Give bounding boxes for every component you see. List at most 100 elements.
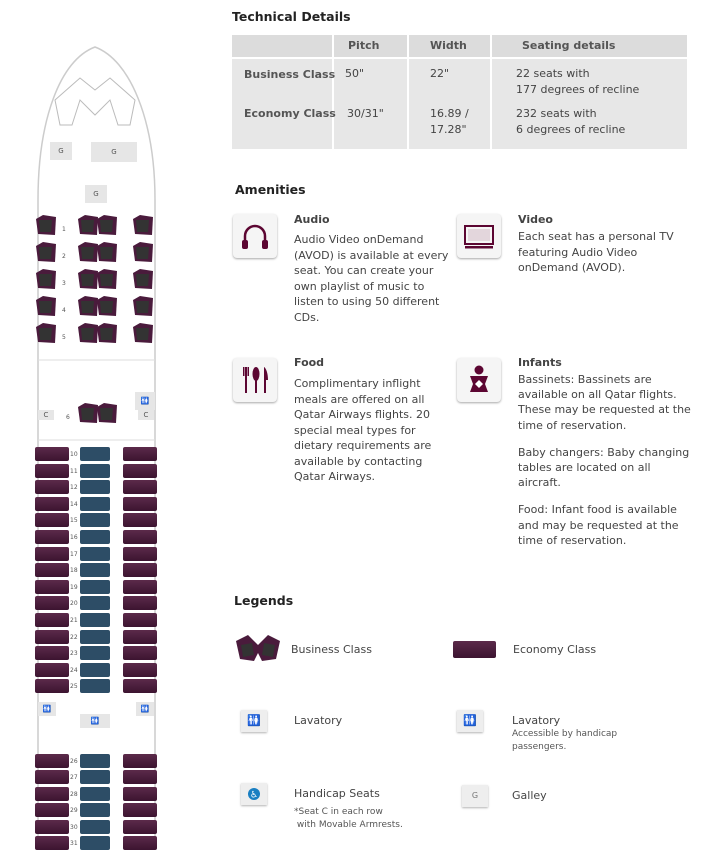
business-seat[interactable] bbox=[132, 295, 154, 317]
tech-table: Pitch Width Seating details Business Cla… bbox=[232, 35, 687, 149]
business-seat[interactable] bbox=[96, 214, 118, 236]
economy-seat-center[interactable] bbox=[80, 530, 110, 544]
economy-seat-left[interactable] bbox=[35, 579, 69, 594]
economy-seat-left[interactable] bbox=[35, 463, 69, 478]
economy-seat-center[interactable] bbox=[80, 629, 110, 644]
business-seat[interactable] bbox=[96, 295, 118, 317]
business-seat[interactable] bbox=[96, 402, 118, 424]
economy-seat-right[interactable] bbox=[123, 786, 157, 801]
economy-seat-center[interactable] bbox=[80, 563, 110, 578]
economy-seat-left[interactable] bbox=[35, 646, 69, 661]
economy-seat-right[interactable] bbox=[123, 513, 157, 528]
economy-seat-center[interactable] bbox=[80, 513, 110, 528]
economy-seat-right[interactable] bbox=[123, 754, 157, 768]
economy-seat-center[interactable] bbox=[80, 546, 110, 561]
economy-seat-left[interactable] bbox=[35, 447, 69, 461]
economy-seat-center[interactable] bbox=[80, 786, 110, 801]
row-number: 16 bbox=[70, 534, 78, 541]
row-number: 24 bbox=[70, 666, 78, 674]
lavatory-icon: 🚻 bbox=[241, 710, 267, 732]
economy-seat-center[interactable] bbox=[80, 463, 110, 478]
row-class: Business Class bbox=[244, 68, 336, 81]
economy-seat-right[interactable] bbox=[123, 613, 157, 627]
row-number: 20 bbox=[70, 600, 78, 608]
economy-seat-right[interactable] bbox=[123, 579, 157, 594]
business-seat[interactable] bbox=[77, 241, 99, 263]
economy-seat-center[interactable] bbox=[80, 646, 110, 661]
economy-seat-left[interactable] bbox=[35, 613, 69, 627]
economy-seat-right[interactable] bbox=[123, 662, 157, 677]
business-seat[interactable] bbox=[132, 214, 154, 236]
economy-seat-right[interactable] bbox=[123, 463, 157, 478]
economy-seat-right[interactable] bbox=[123, 447, 157, 461]
economy-seat-center[interactable] bbox=[80, 662, 110, 677]
economy-seat-right[interactable] bbox=[123, 836, 157, 850]
header-pitch: Pitch bbox=[348, 39, 380, 52]
row-seating-2: 6 degrees of recline bbox=[516, 123, 626, 136]
economy-seat-center[interactable] bbox=[80, 819, 110, 834]
business-seat[interactable] bbox=[77, 268, 99, 290]
economy-seat-left[interactable] bbox=[35, 496, 69, 511]
economy-seat-left[interactable] bbox=[35, 754, 69, 768]
business-seat[interactable] bbox=[35, 295, 57, 317]
economy-seat-left[interactable] bbox=[35, 770, 69, 785]
economy-seat-center[interactable] bbox=[80, 679, 110, 694]
business-seat[interactable] bbox=[35, 322, 57, 344]
economy-seat-right[interactable] bbox=[123, 679, 157, 694]
business-seat[interactable] bbox=[96, 241, 118, 263]
economy-seat-center[interactable] bbox=[80, 770, 110, 785]
business-seat[interactable] bbox=[77, 322, 99, 344]
economy-seat-right[interactable] bbox=[123, 496, 157, 511]
economy-seat-left[interactable] bbox=[35, 786, 69, 801]
business-seat[interactable] bbox=[132, 241, 154, 263]
business-seat[interactable] bbox=[77, 402, 99, 424]
accessible-lavatory-icon: 🚻 bbox=[457, 710, 483, 732]
row-number: 21 bbox=[70, 617, 78, 624]
economy-seat-left[interactable] bbox=[35, 679, 69, 694]
economy-seat-center[interactable] bbox=[80, 803, 110, 818]
economy-seat-right[interactable] bbox=[123, 646, 157, 661]
economy-seat-left[interactable] bbox=[35, 546, 69, 561]
business-seat[interactable] bbox=[96, 268, 118, 290]
economy-seat-right[interactable] bbox=[123, 819, 157, 834]
economy-seat-left[interactable] bbox=[35, 819, 69, 834]
economy-seat-center[interactable] bbox=[80, 579, 110, 594]
business-seat[interactable] bbox=[96, 322, 118, 344]
row-pitch: 30/31" bbox=[347, 107, 384, 120]
economy-seat-center[interactable] bbox=[80, 447, 110, 461]
economy-seat-center[interactable] bbox=[80, 480, 110, 495]
business-seat[interactable] bbox=[35, 241, 57, 263]
business-seat[interactable] bbox=[77, 295, 99, 317]
economy-seat-left[interactable] bbox=[35, 530, 69, 544]
economy-seat-right[interactable] bbox=[123, 803, 157, 818]
business-seat[interactable] bbox=[35, 214, 57, 236]
economy-seat-left[interactable] bbox=[35, 836, 69, 850]
economy-seat-right[interactable] bbox=[123, 770, 157, 785]
business-seat[interactable] bbox=[132, 322, 154, 344]
economy-seat-left[interactable] bbox=[35, 596, 69, 611]
economy-seat-center[interactable] bbox=[80, 496, 110, 511]
economy-seat-right[interactable] bbox=[123, 546, 157, 561]
lavatory-box: 🚻 bbox=[80, 714, 110, 728]
economy-seat-right[interactable] bbox=[123, 596, 157, 611]
economy-seat-left[interactable] bbox=[35, 513, 69, 528]
economy-seat-right[interactable] bbox=[123, 480, 157, 495]
amenity-text-audio: Audio Video onDemand(AVOD) is available … bbox=[294, 233, 449, 324]
economy-seat-center[interactable] bbox=[80, 613, 110, 627]
economy-seat-center[interactable] bbox=[80, 836, 110, 850]
business-seat[interactable] bbox=[35, 268, 57, 290]
business-seat[interactable] bbox=[77, 214, 99, 236]
economy-seat-left[interactable] bbox=[35, 563, 69, 578]
economy-seat-center[interactable] bbox=[80, 754, 110, 768]
economy-seat-center[interactable] bbox=[80, 596, 110, 611]
economy-seat-left[interactable] bbox=[35, 803, 69, 818]
economy-seat-right[interactable] bbox=[123, 563, 157, 578]
business-seat[interactable] bbox=[132, 268, 154, 290]
economy-seat-left[interactable] bbox=[35, 480, 69, 495]
economy-seat-right[interactable] bbox=[123, 629, 157, 644]
economy-seat-left[interactable] bbox=[35, 662, 69, 677]
economy-seat-left[interactable] bbox=[35, 629, 69, 644]
economy-seat-right[interactable] bbox=[123, 530, 157, 544]
